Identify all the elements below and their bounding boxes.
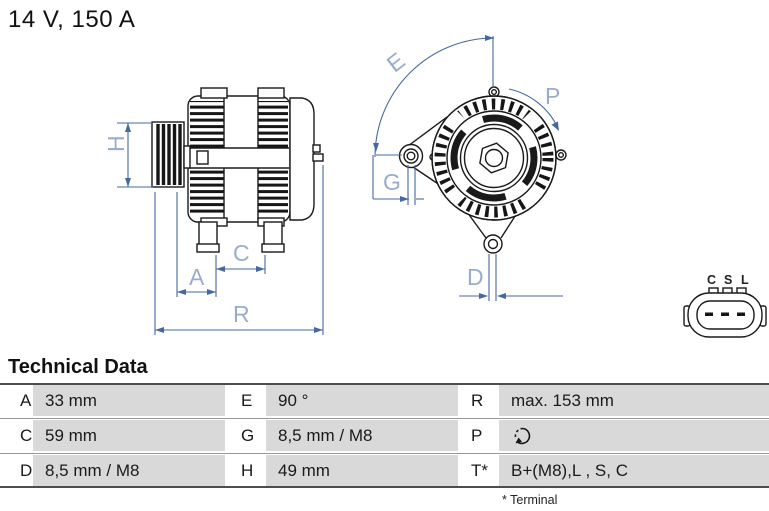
connector-pin-label-s: S (724, 273, 732, 287)
value-cell: max. 153 mm (499, 385, 769, 416)
table-row: C 59 mm G 8,5 mm / M8 P (0, 420, 769, 451)
dimension-a: A (176, 192, 217, 297)
table-bottom-border (0, 486, 769, 488)
front-view-drawing: E P G (372, 35, 567, 301)
dimension-e-label: E (382, 47, 410, 77)
dimension-g: G (372, 155, 424, 205)
param-cell: H (233, 455, 266, 486)
shaft-hex-nut (479, 142, 509, 174)
alternator-technical-drawing: H A C (103, 35, 767, 338)
plug-connector-diagram: C S L (683, 273, 767, 338)
value-cell: 33 mm (33, 385, 225, 416)
dimension-r: R (154, 165, 324, 335)
value-cell: 59 mm (33, 420, 225, 451)
dimension-h: H (103, 122, 153, 188)
rotation-direction-arrow: P (508, 83, 560, 131)
dimension-c: C (216, 240, 266, 274)
value-cell: 8,5 mm / M8 (33, 455, 225, 486)
param-cell: A (0, 385, 33, 416)
side-view-drawing: H A C (103, 87, 324, 335)
param-cell: D (0, 455, 33, 486)
table-row: D 8,5 mm / M8 H 49 mm T* B+(M8),L , S, C (0, 455, 769, 486)
param-cell: C (0, 420, 33, 451)
terminal-footnote: * Terminal (502, 493, 558, 507)
rotation-direction-icon (514, 427, 531, 444)
value-cell: 49 mm (266, 455, 458, 486)
value-cell (499, 420, 769, 451)
dimension-p-label: P (545, 83, 560, 109)
table-separator (0, 451, 769, 455)
value-cell: 8,5 mm / M8 (266, 420, 458, 451)
connector-pin-label-c: C (707, 273, 716, 287)
dimension-r-label: R (233, 301, 250, 327)
table-top-border (0, 383, 769, 385)
dimension-c-label: C (233, 240, 250, 266)
dimension-g-label: G (383, 169, 401, 195)
value-cell: B+(M8),L , S, C (499, 455, 769, 486)
page-title: 14 V, 150 A (8, 6, 136, 33)
param-cell: P (466, 420, 499, 451)
table-row: A 33 mm E 90 ° R max. 153 mm (0, 385, 769, 416)
param-cell: R (466, 385, 499, 416)
dimension-d: D (459, 254, 563, 301)
value-cell: 90 ° (266, 385, 458, 416)
dimension-h-label: H (103, 135, 129, 152)
pulley (151, 121, 191, 188)
connector-pin-label-l: L (741, 273, 749, 287)
technical-data-table: A 33 mm E 90 ° R max. 153 mm C 59 mm G 8… (0, 383, 769, 488)
technical-data-heading: Technical Data (8, 356, 148, 378)
param-cell: T* (466, 455, 499, 486)
param-cell: E (233, 385, 266, 416)
param-cell: G (233, 420, 266, 451)
dimension-a-label: A (189, 264, 205, 290)
dimension-d-label: D (467, 264, 484, 290)
table-separator (0, 416, 769, 420)
